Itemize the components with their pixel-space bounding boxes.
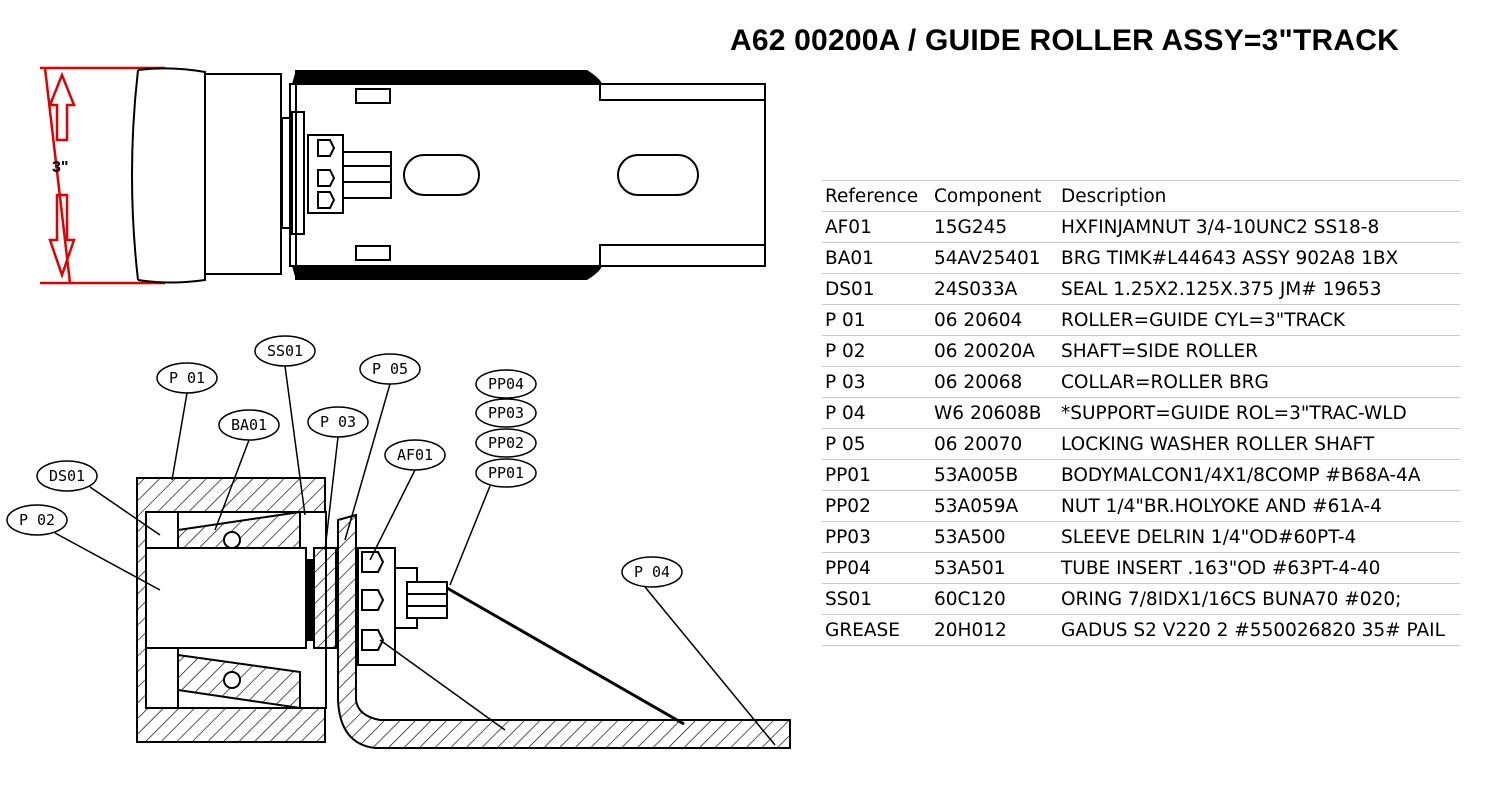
cell-component: 24S033A: [931, 273, 1058, 305]
callout-p04: P 04: [379, 556, 776, 746]
cell-reference: SS01: [822, 583, 931, 615]
cell-component: 60C120: [931, 583, 1058, 615]
callout-p03: P 03: [307, 406, 369, 551]
cell-reference: P 05: [822, 428, 931, 460]
svg-text:SS01: SS01: [267, 342, 303, 360]
cell-reference: P 01: [822, 304, 931, 336]
header-reference: Reference: [822, 180, 931, 212]
cell-reference: GREASE: [822, 614, 931, 646]
callout-p02: P 02: [6, 504, 161, 591]
svg-text:AF01: AF01: [397, 446, 433, 464]
svg-text:PP02: PP02: [488, 434, 524, 452]
dimension-label: 3": [52, 159, 68, 176]
cell-description: BRG TIMK#L44643 ASSY 902A8 1BX: [1058, 242, 1460, 274]
cell-reference: P 04: [822, 397, 931, 429]
svg-text:PP04: PP04: [488, 375, 524, 393]
cell-reference: PP02: [822, 490, 931, 522]
callout-pp03: PP03: [475, 398, 537, 428]
svg-text:P 03: P 03: [320, 413, 356, 431]
svg-text:P 01: P 01: [169, 369, 205, 387]
callout-pp01: PP01: [449, 458, 537, 586]
cell-description: HXFINJAMNUT 3/4-10UNC2 SS18-8: [1058, 211, 1460, 243]
callout-ba01: BA01: [214, 409, 280, 531]
callout-af01: AF01: [369, 439, 446, 561]
cell-component: 06 20604: [931, 304, 1058, 336]
svg-text:DS01: DS01: [49, 467, 85, 485]
header-description: Description: [1058, 180, 1460, 212]
cell-description: COLLAR=ROLLER BRG: [1058, 366, 1460, 398]
cell-description: NUT 1/4"BR.HOLYOKE AND #61A-4: [1058, 490, 1460, 522]
cell-description: *SUPPORT=GUIDE ROL=3"TRAC-WLD: [1058, 397, 1460, 429]
cell-description: SLEEVE DELRIN 1/4"OD#60PT-4: [1058, 521, 1460, 553]
svg-text:PP03: PP03: [488, 404, 524, 422]
cell-description: ROLLER=GUIDE CYL=3"TRACK: [1058, 304, 1460, 336]
cell-reference: BA01: [822, 242, 931, 274]
callout-ds01: DS01: [36, 460, 161, 536]
svg-text:PP01: PP01: [488, 464, 524, 482]
callout-pp04: PP04: [475, 369, 537, 399]
cell-reference: P 03: [822, 366, 931, 398]
callout-p01: P 01: [156, 362, 218, 481]
callout-pp02: PP02: [475, 428, 537, 458]
cell-component: 06 20068: [931, 366, 1058, 398]
cell-description: TUBE INSERT .163"OD #63PT-4-40: [1058, 552, 1460, 584]
svg-text:P 02: P 02: [19, 511, 55, 529]
top-view: 3": [40, 66, 766, 285]
cell-description: BODYMALCON1/4X1/8COMP #B68A-4A: [1058, 459, 1460, 491]
cell-component: 15G245: [931, 211, 1058, 243]
drawing-title: A62 00200A / GUIDE ROLLER ASSY=3"TRACK: [730, 24, 1399, 57]
cell-component: 20H012: [931, 614, 1058, 646]
cell-component: 06 20020A: [931, 335, 1058, 367]
cell-reference: PP04: [822, 552, 931, 584]
cell-description: SHAFT=SIDE ROLLER: [1058, 335, 1460, 367]
cell-component: 54AV25401: [931, 242, 1058, 274]
table-header-row: Reference Component Description: [822, 180, 1460, 212]
cell-component: W6 20608B: [931, 397, 1058, 429]
cell-reference: P 02: [822, 335, 931, 367]
svg-text:P 05: P 05: [372, 360, 408, 378]
cell-description: GADUS S2 V220 2 #550026820 35# PAIL: [1058, 614, 1460, 646]
cell-reference: PP03: [822, 521, 931, 553]
cell-reference: PP01: [822, 459, 931, 491]
cell-component: 06 20070: [931, 428, 1058, 460]
cell-description: SEAL 1.25X2.125X.375 JM# 19653: [1058, 273, 1460, 305]
svg-text:P 04: P 04: [634, 563, 670, 581]
section-view: [136, 477, 791, 749]
cell-component: 53A500: [931, 521, 1058, 553]
callouts: P 01 SS01 P 05 PP04 PP03 PP02 PP01 BA01 …: [6, 335, 776, 746]
header-component: Component: [931, 180, 1058, 212]
cell-component: 53A501: [931, 552, 1058, 584]
cell-component: 53A005B: [931, 459, 1058, 491]
dimension-3in: [40, 66, 165, 285]
cell-reference: AF01: [822, 211, 931, 243]
callout-p05: P 05: [344, 353, 421, 541]
cell-description: LOCKING WASHER ROLLER SHAFT: [1058, 428, 1460, 460]
cell-component: 53A059A: [931, 490, 1058, 522]
cell-description: ORING 7/8IDX1/16CS BUNA70 #020;: [1058, 583, 1460, 615]
callout-ss01: SS01: [254, 335, 316, 516]
svg-text:BA01: BA01: [231, 416, 267, 434]
cell-reference: DS01: [822, 273, 931, 305]
